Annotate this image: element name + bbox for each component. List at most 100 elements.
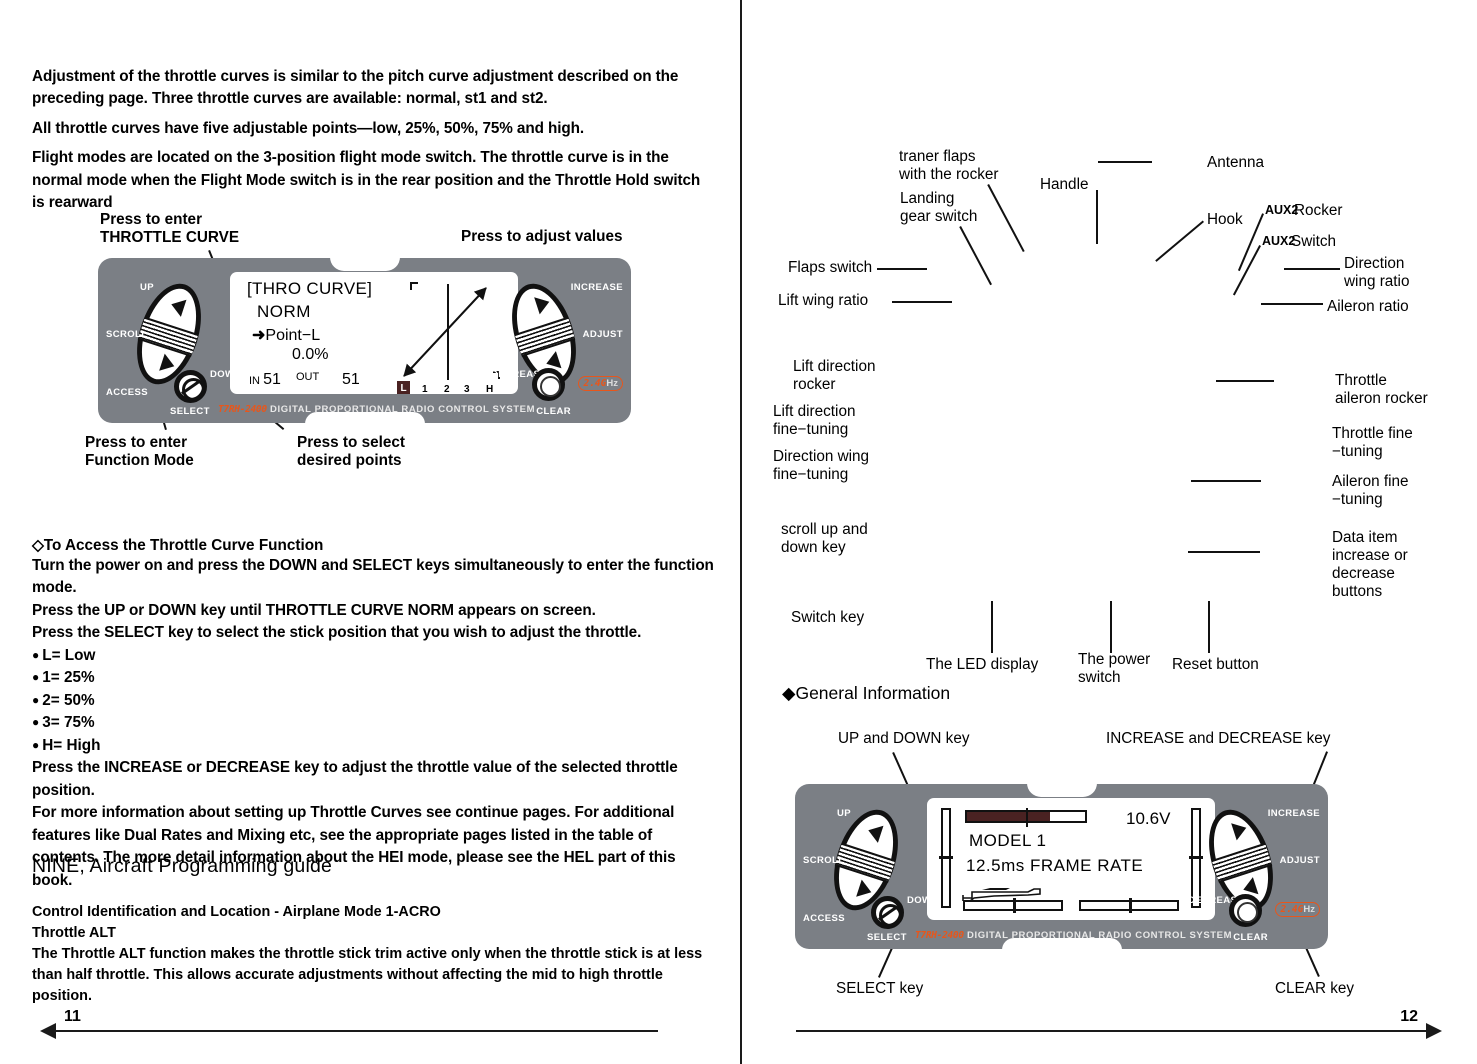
leader-line xyxy=(1191,480,1261,482)
callout-antenna: Antenna xyxy=(1207,154,1264,171)
lcd-screen-throttle-curve: [THRO CURVE] NORM ➜Point−L 0.0% IN 51 OU… xyxy=(230,272,518,394)
access-paragraph: Press the SELECT key to select the stick… xyxy=(32,624,642,642)
increase-arrow-icon xyxy=(1231,819,1250,841)
list-item: ●H= High xyxy=(32,735,717,757)
rocker-grip xyxy=(1211,842,1273,883)
frequency-badge: 2.4GHz xyxy=(1275,902,1320,917)
bullet-icon: ● xyxy=(32,692,40,707)
callout-lift-direction-fine-tuning: Lift direction fine−tuning xyxy=(773,403,856,439)
list-item-label: 2= 50% xyxy=(42,691,95,709)
callout-throttle-fine-tuning: Throttle fine −tuning xyxy=(1332,425,1413,461)
access-throttle-curve-section: ◇To Access the Throttle Curve Function T… xyxy=(32,536,717,892)
bar-indicator xyxy=(1129,898,1132,913)
label-access: ACCESS xyxy=(106,387,148,398)
callout-flaps-switch: Flaps switch xyxy=(788,259,873,276)
panel-brand-model: T7RH-2400 xyxy=(915,930,964,941)
intro-paragraph: Flight modes are located on the 3-positi… xyxy=(32,149,701,212)
throttle-alt-title: Throttle ALT xyxy=(32,924,116,941)
lcd-point-row: ➜Point−L xyxy=(252,325,320,345)
footer-left: 11 xyxy=(40,1008,672,1042)
intro-text-block: Adjustment of the throttle curves is sim… xyxy=(32,66,704,215)
graph-tick-3: 3 xyxy=(464,384,470,394)
arrow-right-icon xyxy=(1426,1023,1442,1039)
cursor-arrow-icon: ➜ xyxy=(252,327,266,344)
list-item-label: 1= 25% xyxy=(42,669,95,687)
callout-traner-flaps: traner flaps with the rocker xyxy=(899,148,999,184)
panel-brandline: T7RH-2400 DIGITAL PROPORTIONAL RADIO CON… xyxy=(218,404,535,415)
leader-line xyxy=(1188,551,1260,553)
label-scroll: SCROLL xyxy=(803,855,845,866)
graph-tick-L: L xyxy=(397,381,410,394)
label-increase: INCREASE xyxy=(570,282,623,293)
access-paragraph: For more information about setting up Th… xyxy=(32,804,676,889)
clear-button[interactable] xyxy=(1229,894,1262,927)
clear-button[interactable] xyxy=(532,368,565,401)
callout-handle: Handle xyxy=(1040,176,1089,193)
graph-tick-1: 1 xyxy=(422,384,428,394)
callout-aux2-switch-prefix: AUX2 xyxy=(1262,234,1296,248)
lcd-out-label: OUT xyxy=(296,371,320,383)
frequency-value: 2.4G xyxy=(1280,904,1304,915)
callout-up-down-key: UP and DOWN key xyxy=(838,730,970,747)
select-button[interactable] xyxy=(871,896,904,929)
panel-brandline: T7RH-2400 DIGITAL PROPORTIONAL RADIO CON… xyxy=(915,930,1232,941)
callout-power-switch: The power switch xyxy=(1078,651,1151,687)
page-number: 11 xyxy=(64,1008,81,1025)
access-paragraph: Turn the power on and press the DOWN and… xyxy=(32,557,714,597)
right-vertical-bar xyxy=(1189,808,1203,908)
leader-line xyxy=(892,301,952,303)
lcd-in-row: IN 51 xyxy=(249,371,281,389)
callout-throttle-aileron-rocker: Throttle aileron rocker xyxy=(1335,372,1428,408)
label-select: SELECT xyxy=(867,932,907,943)
up-arrow-icon xyxy=(865,821,884,843)
bar-indicator xyxy=(1189,856,1203,859)
callout-data-item-buttons: Data item increase or decrease buttons xyxy=(1332,529,1408,601)
select-button[interactable] xyxy=(174,370,207,403)
page-left: Adjustment of the throttle curves is sim… xyxy=(0,0,740,1064)
leader-line xyxy=(1096,190,1098,244)
lcd-percent: 0.0% xyxy=(292,346,329,363)
up-arrow-icon xyxy=(168,295,187,317)
label-access: ACCESS xyxy=(803,913,845,924)
leader-line xyxy=(1156,388,1331,437)
label-increase: INCREASE xyxy=(1267,808,1320,819)
leader-line xyxy=(1110,601,1112,653)
callout-select-key: SELECT key xyxy=(836,980,924,997)
callout-led-display: The LED display xyxy=(926,656,1039,673)
list-item-label: 3= 75% xyxy=(42,714,95,732)
intro-paragraph: All throttle curves have five adjustable… xyxy=(32,119,585,137)
callout-press-to-enter-throttle-curve: Press to enter THROTTLE CURVE xyxy=(100,211,240,247)
list-item: ●1= 25% xyxy=(32,667,717,689)
label-adjust: ADJUST xyxy=(582,329,623,340)
lcd-out-value: 51 xyxy=(342,371,360,388)
battery-fill xyxy=(967,812,1050,821)
callout-direction-wing-ratio: Direction wing ratio xyxy=(1344,255,1410,291)
left-vertical-bar xyxy=(939,808,953,908)
leader-line xyxy=(991,601,993,653)
bullet-icon: ● xyxy=(32,715,40,730)
callout-clear-key: CLEAR key xyxy=(1275,980,1355,997)
callout-reset-button: Reset button xyxy=(1172,656,1259,673)
voltage-readout: 10.6V xyxy=(1126,809,1171,828)
panel-brand-tagline: DIGITAL PROPORTIONAL RADIO CONTROL SYSTE… xyxy=(967,930,1233,941)
label-down: DOWN xyxy=(210,369,242,380)
graph-vertical-line xyxy=(447,284,449,380)
footer-rule xyxy=(796,1030,1428,1032)
stick-position-list: ●L= Low ●1= 25% ●2= 50% ●3= 75% ●H= High xyxy=(32,645,717,757)
panel-brand-model: T7RH-2400 xyxy=(218,404,267,415)
bottom-left-bar xyxy=(963,898,1063,913)
down-arrow-icon xyxy=(159,353,178,375)
frequency-unit: Hz xyxy=(1303,904,1315,915)
lcd-mode: NORM xyxy=(257,302,311,321)
page-divider xyxy=(740,0,742,1064)
leader-line xyxy=(1261,303,1323,305)
label-decrease: DECREASE xyxy=(491,369,547,380)
label-up: UP xyxy=(140,282,154,293)
bullet-icon: ● xyxy=(32,647,40,662)
frequency-badge: 2.4GHz xyxy=(578,376,623,391)
callout-press-to-adjust-values: Press to adjust values xyxy=(461,228,623,245)
access-paragraph: Press the UP or DOWN key until THROTTLE … xyxy=(32,601,596,619)
callout-lift-direction-rocker: Lift direction rocker xyxy=(793,358,876,394)
callout-aux2-rocker: Rocker xyxy=(1294,202,1343,219)
